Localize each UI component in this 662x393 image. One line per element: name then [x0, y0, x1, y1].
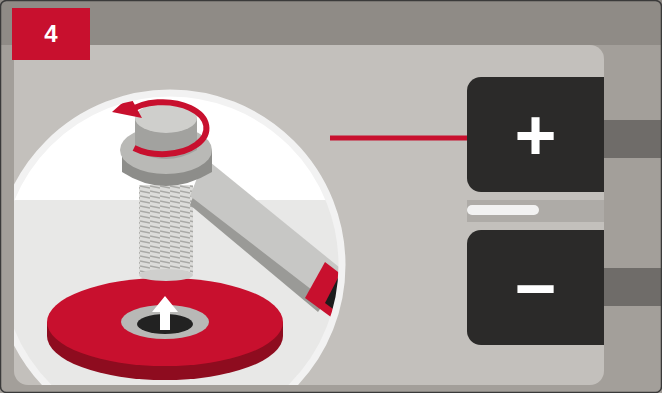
- terminal-box: +: [467, 77, 604, 192]
- step-badge: 4: [12, 8, 90, 60]
- terminal-stub: [600, 268, 662, 306]
- washer: [47, 278, 283, 366]
- indicator-bar: [467, 205, 539, 215]
- up-arrow: [152, 296, 178, 330]
- bolt-thread: [139, 185, 193, 275]
- step-number: 4: [44, 22, 57, 46]
- rotation-arrow: [128, 102, 206, 154]
- leader-line: [330, 136, 470, 141]
- magnifier-circle: [14, 93, 342, 385]
- polarity-sign: −: [514, 252, 556, 324]
- polarity-sign: +: [514, 99, 556, 171]
- terminal-box: −: [467, 230, 604, 345]
- terminal-stub: [600, 120, 662, 158]
